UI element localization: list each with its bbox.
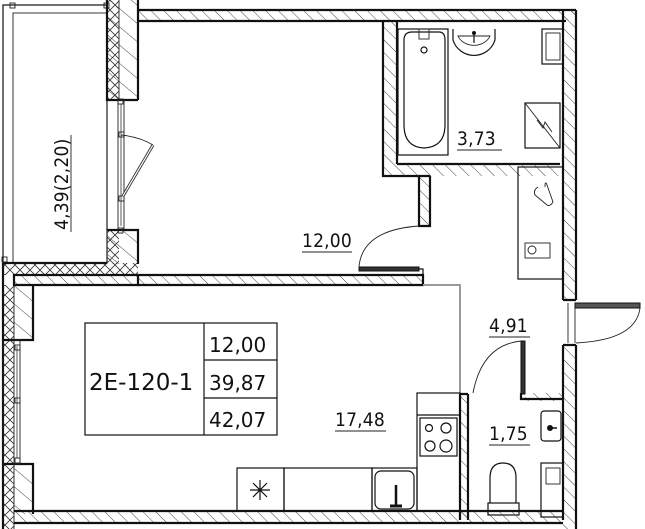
balcony-door — [117, 98, 155, 234]
drain-icon — [420, 46, 428, 54]
kitchen-cabinet — [416, 392, 461, 512]
stove-icon — [419, 417, 458, 457]
hanger-icon — [533, 182, 554, 207]
kitchen-area-label: 17,48 — [335, 409, 385, 431]
kitchen-zone-boundary — [423, 284, 461, 394]
toilet-area-label: 1,75 — [489, 423, 528, 445]
washing-machine-icon — [524, 102, 561, 149]
entrance-door — [567, 302, 641, 344]
bathroom-area-label: 3,73 — [457, 128, 496, 150]
exterior-wall-bottom — [14, 509, 563, 525]
unit-code: 2E-120-1 — [89, 370, 193, 396]
wardrobe — [517, 166, 564, 280]
fridge-snowflake-icon — [250, 480, 270, 500]
living-window — [2, 339, 21, 465]
toilet-sink-icon — [540, 410, 562, 442]
useful-area-value: 39,87 — [209, 371, 266, 395]
balcony-area-label: 4,39(2,20) — [51, 139, 73, 230]
bedroom-door-swing — [358, 225, 420, 268]
exterior-wall-left — [1, 0, 140, 529]
toilet-door-swing — [472, 340, 522, 394]
total-area-value: 42,07 — [209, 408, 266, 432]
kitchen-living: 2E-120-1 12,00 39,87 42,07 17,48 — [84, 322, 461, 512]
hallway: 4,91 — [458, 166, 564, 520]
bedroom-area-label: 12,00 — [302, 230, 352, 252]
living-area-value: 12,00 — [209, 333, 266, 357]
hallway-area-label: 4,91 — [489, 315, 528, 337]
apartment-summary-table: 2E-120-1 12,00 39,87 42,07 — [84, 322, 278, 436]
bathroom: 3,73 — [395, 28, 564, 176]
bathtub-basin — [403, 31, 446, 149]
countertop — [283, 467, 373, 512]
toilet-room: 1,75 — [487, 410, 564, 518]
electrical-panel-icon — [524, 242, 551, 259]
utility-shaft — [541, 28, 564, 65]
exterior-wall-right — [561, 10, 578, 529]
washbasin-icon — [452, 29, 496, 56]
bedroom: 12,00 — [138, 176, 432, 287]
exterior-wall-top — [138, 8, 576, 178]
balcony-post — [9, 2, 16, 9]
faucet-icon — [418, 28, 430, 40]
toilet-icon — [489, 462, 517, 503]
